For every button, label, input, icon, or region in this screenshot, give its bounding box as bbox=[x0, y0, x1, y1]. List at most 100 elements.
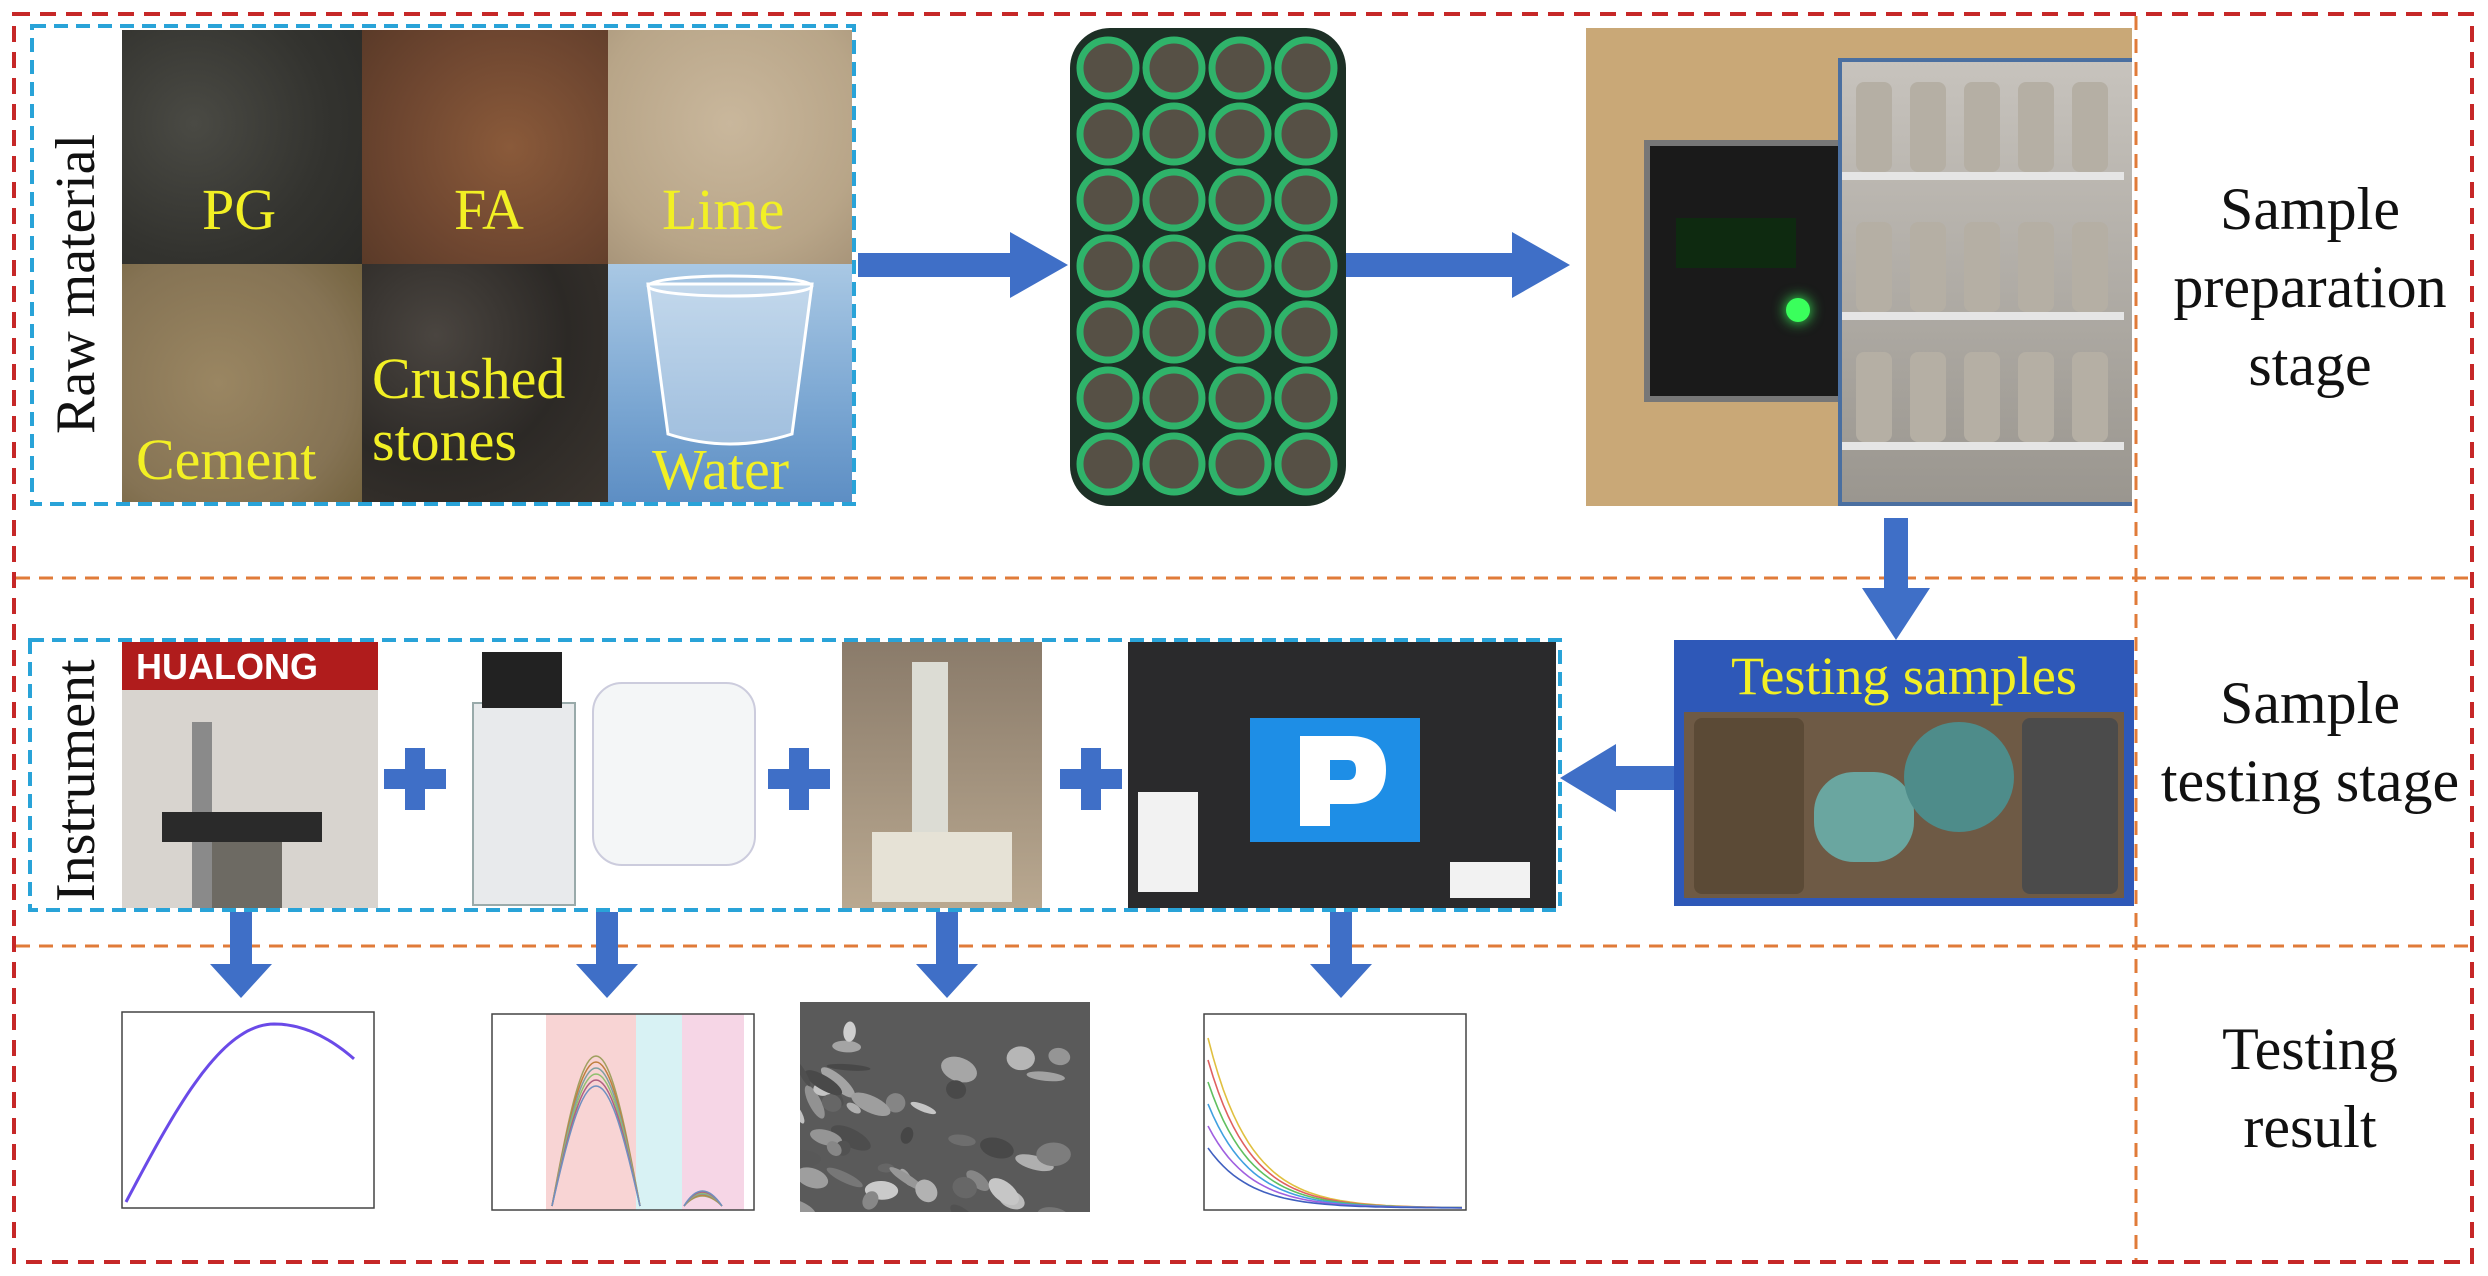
sample-molds-photo bbox=[1070, 28, 1346, 506]
analyzer-tag bbox=[1450, 862, 1530, 898]
mold-icon bbox=[1142, 300, 1206, 364]
arrow-right-icon bbox=[858, 232, 1068, 298]
arrow-down-icon bbox=[1310, 912, 1372, 998]
nmr-console bbox=[592, 682, 756, 866]
decay-curves-plot bbox=[1178, 1002, 1478, 1230]
nmr-analyzer-photo bbox=[452, 642, 764, 908]
mold-icon bbox=[1208, 366, 1272, 430]
arrow-down-icon bbox=[576, 912, 638, 998]
tile-fa-label: FA bbox=[454, 177, 524, 242]
tile-pg-label: PG bbox=[202, 177, 277, 242]
sample-fragment bbox=[1904, 722, 2014, 832]
t2-curve bbox=[551, 1073, 641, 1207]
specimen-icon bbox=[1856, 352, 1892, 442]
specimen-icon bbox=[2072, 352, 2108, 442]
tile-pg: PG bbox=[122, 30, 362, 264]
arrow-right-icon bbox=[1346, 232, 1570, 298]
specimen-icon bbox=[1910, 352, 1946, 442]
mold-icon bbox=[1076, 234, 1140, 298]
arrow-down-icon bbox=[916, 912, 978, 998]
decay-curves bbox=[1203, 1013, 1467, 1211]
mold-icon bbox=[1142, 366, 1206, 430]
sem-base bbox=[872, 832, 1012, 902]
mold-icon bbox=[1142, 102, 1206, 166]
arrow-left-icon bbox=[1560, 744, 1676, 812]
chamber-specimens bbox=[1842, 82, 2124, 450]
sem-column bbox=[912, 662, 948, 842]
arrow-down-icon bbox=[210, 912, 272, 998]
stage-label-testing: Sample testing stage bbox=[2160, 670, 2460, 814]
chamber-panel bbox=[1644, 140, 1846, 402]
porosity-analyzer-photo bbox=[1128, 642, 1556, 908]
tile-lime-label: Lime bbox=[662, 177, 785, 242]
mold-icon bbox=[1274, 168, 1338, 232]
tile-water: Water bbox=[608, 264, 852, 502]
t2-distribution-curves bbox=[491, 1013, 755, 1211]
plus-icon bbox=[768, 748, 830, 810]
analyzer-logo-tile bbox=[1250, 718, 1420, 842]
p-logo-icon bbox=[1300, 736, 1386, 826]
tile-water-label: Water bbox=[652, 437, 790, 502]
t2-curve bbox=[683, 1190, 723, 1207]
arrow-down-icon bbox=[1862, 518, 1930, 640]
tile-cement: Cement bbox=[122, 264, 362, 502]
t2-distribution-plot bbox=[472, 1002, 760, 1230]
shelf bbox=[1842, 442, 2124, 450]
sem-instrument-photo bbox=[842, 642, 1042, 908]
tile-crushed-stones-label: Crushed stones bbox=[372, 346, 566, 473]
specimen-icon bbox=[2072, 222, 2108, 312]
mold-icon bbox=[1208, 234, 1272, 298]
stress-strain-plot bbox=[104, 1002, 382, 1230]
plus-icon bbox=[1060, 748, 1122, 810]
specimen-icon bbox=[2018, 82, 2054, 172]
mold-icon bbox=[1208, 432, 1272, 496]
mold-icon bbox=[1274, 432, 1338, 496]
specimen-icon bbox=[1964, 352, 2000, 442]
mold-icon bbox=[1076, 168, 1140, 232]
sample-cylinder bbox=[2022, 718, 2118, 894]
testing-samples-photo bbox=[1684, 712, 2124, 898]
plus-icon bbox=[384, 748, 446, 810]
mold-icon bbox=[1076, 432, 1140, 496]
machine-specimen bbox=[212, 842, 282, 908]
testing-samples-box: Testing samples bbox=[1674, 640, 2134, 906]
shelf bbox=[1842, 172, 2124, 180]
nmr-monitor bbox=[482, 652, 562, 708]
sample-fragment bbox=[1814, 772, 1914, 862]
chamber-display bbox=[1676, 218, 1796, 268]
hualong-sign bbox=[122, 642, 378, 690]
instrument-group-border bbox=[28, 638, 1562, 912]
t2-curve bbox=[551, 1079, 641, 1207]
compression-machine-photo: HUALONG bbox=[122, 642, 378, 908]
mold-icon bbox=[1142, 432, 1206, 496]
instrument-label: Instrument bbox=[45, 659, 107, 902]
decay-curve bbox=[1207, 1059, 1462, 1209]
tile-lime: Lime bbox=[608, 30, 852, 264]
raw-material-group-border bbox=[30, 24, 856, 506]
analyzer-sticker bbox=[1138, 792, 1198, 892]
decay-curve bbox=[1207, 1147, 1463, 1209]
mold-icon bbox=[1142, 234, 1206, 298]
mold-icon bbox=[1208, 300, 1272, 364]
stress-strain-curve bbox=[121, 1011, 375, 1209]
decay-curve bbox=[1207, 1037, 1463, 1209]
mold-icon bbox=[1274, 102, 1338, 166]
specimen-icon bbox=[1856, 82, 1892, 172]
specimen-icon bbox=[2018, 352, 2054, 442]
molds-grid bbox=[1076, 36, 1338, 496]
shelf bbox=[1842, 312, 2124, 320]
specimen-icon bbox=[1964, 82, 2000, 172]
mold-icon bbox=[1076, 300, 1140, 364]
tile-crushed-stones: Crushed stones bbox=[362, 264, 608, 502]
specimen-icon bbox=[2072, 82, 2108, 172]
mold-icon bbox=[1274, 234, 1338, 298]
mold-icon bbox=[1142, 168, 1206, 232]
mold-icon bbox=[1208, 102, 1272, 166]
stage-label-result: Testing result bbox=[2222, 1016, 2398, 1160]
mold-icon bbox=[1076, 366, 1140, 430]
t2-curve bbox=[551, 1085, 641, 1207]
curing-chamber-photo bbox=[1586, 28, 2132, 506]
mold-icon bbox=[1076, 102, 1140, 166]
sem-image bbox=[800, 1002, 1090, 1212]
